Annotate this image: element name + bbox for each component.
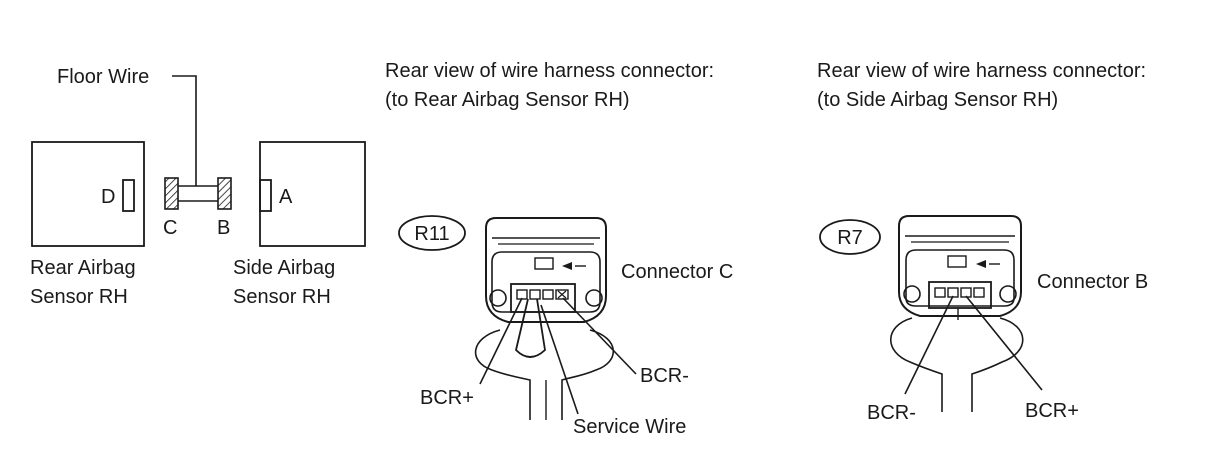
connector-c-shape — [164, 177, 179, 210]
connector-c-pin-4 — [555, 289, 569, 300]
connector-c-pin-1 — [516, 289, 528, 300]
connector-c-name: Connector C — [621, 261, 733, 283]
connector-b-title-line1: Rear view of wire harness connector: — [817, 60, 1146, 82]
connector-b-bcr-minus: BCR- — [867, 402, 916, 424]
connector-c-pin-3 — [542, 289, 554, 300]
connector-c-housing — [485, 217, 607, 323]
bundle-b-outline-left — [889, 317, 943, 412]
connector-code-r7: R7 — [837, 227, 863, 249]
connector-b-pin-1 — [934, 287, 946, 298]
side-sensor-label-line1: Side Airbag — [233, 257, 335, 279]
side-sensor-terminal-a — [259, 179, 272, 212]
connector-c-view: Rear view of wire harness connector: (to… — [385, 60, 733, 438]
connector-b-housing — [898, 215, 1022, 317]
connector-c-arrow-icon — [562, 262, 572, 270]
connector-code-r11: R11 — [414, 223, 449, 245]
connector-b-inner-frame — [905, 249, 1015, 307]
rear-sensor-label-line1: Rear Airbag — [30, 257, 136, 279]
connector-b-clip-left — [903, 285, 921, 303]
terminal-a-label: A — [279, 186, 293, 208]
connector-b-bcr-plus: BCR+ — [1025, 400, 1079, 422]
connector-c-bcr-minus: BCR- — [640, 365, 689, 387]
connector-b-latch — [947, 255, 967, 268]
connector-b-view: Rear view of wire harness connector: (to… — [817, 60, 1148, 424]
floor-wire-leader — [172, 75, 197, 186]
connector-b-title-line2: (to Side Airbag Sensor RH) — [817, 89, 1058, 111]
connector-c-inner-frame — [491, 251, 601, 313]
connector-b-label: B — [217, 217, 230, 239]
terminal-d-label: D — [101, 186, 115, 208]
connector-b-pin-3 — [960, 287, 972, 298]
connector-b-pin-block — [928, 281, 992, 309]
side-sensor-label-line2: Sensor RH — [233, 286, 331, 308]
bcr-minus-leader-c — [562, 297, 637, 375]
connector-c-pin-4-cross — [557, 290, 567, 299]
rear-sensor-label-line2: Sensor RH — [30, 286, 128, 308]
connector-b-name: Connector B — [1037, 271, 1148, 293]
connector-c-pin-2 — [529, 289, 541, 300]
side-airbag-sensor-box — [259, 141, 366, 247]
rear-airbag-sensor-box — [31, 141, 145, 247]
sensor-layout-diagram: Floor Wire D C B A Rear Airbag Sensor RH… — [30, 66, 366, 308]
connector-c-label: C — [163, 217, 177, 239]
bundle-outline-left — [474, 329, 531, 420]
connector-c-bcr-plus: BCR+ — [420, 387, 474, 409]
connector-c-latch — [534, 257, 554, 270]
connector-b-shape — [217, 177, 232, 210]
connector-b-pin-2 — [947, 287, 959, 298]
service-wire-loop — [515, 298, 546, 358]
service-wire-leader — [540, 304, 579, 415]
connector-b-pin-4 — [973, 287, 985, 298]
bundle-b-outline-right — [971, 317, 1024, 412]
bcr-plus-leader-c — [479, 297, 523, 385]
connector-c-clip-left — [489, 289, 507, 307]
connector-code-badge-r7 — [819, 219, 881, 255]
connector-c-title-line1: Rear view of wire harness connector: — [385, 60, 714, 82]
floor-wire-label: Floor Wire — [57, 66, 149, 88]
connector-b-arrow-icon — [976, 260, 986, 268]
connector-code-badge-r11 — [398, 215, 466, 251]
bcr-minus-leader-b — [904, 295, 954, 395]
connector-c-clip-right — [585, 289, 603, 307]
bcr-plus-leader-b — [965, 295, 1043, 391]
rear-sensor-terminal-d — [122, 179, 135, 212]
service-wire-label: Service Wire — [573, 416, 686, 438]
connector-b-clip-right — [999, 285, 1017, 303]
connector-c-title-line2: (to Rear Airbag Sensor RH) — [385, 89, 630, 111]
